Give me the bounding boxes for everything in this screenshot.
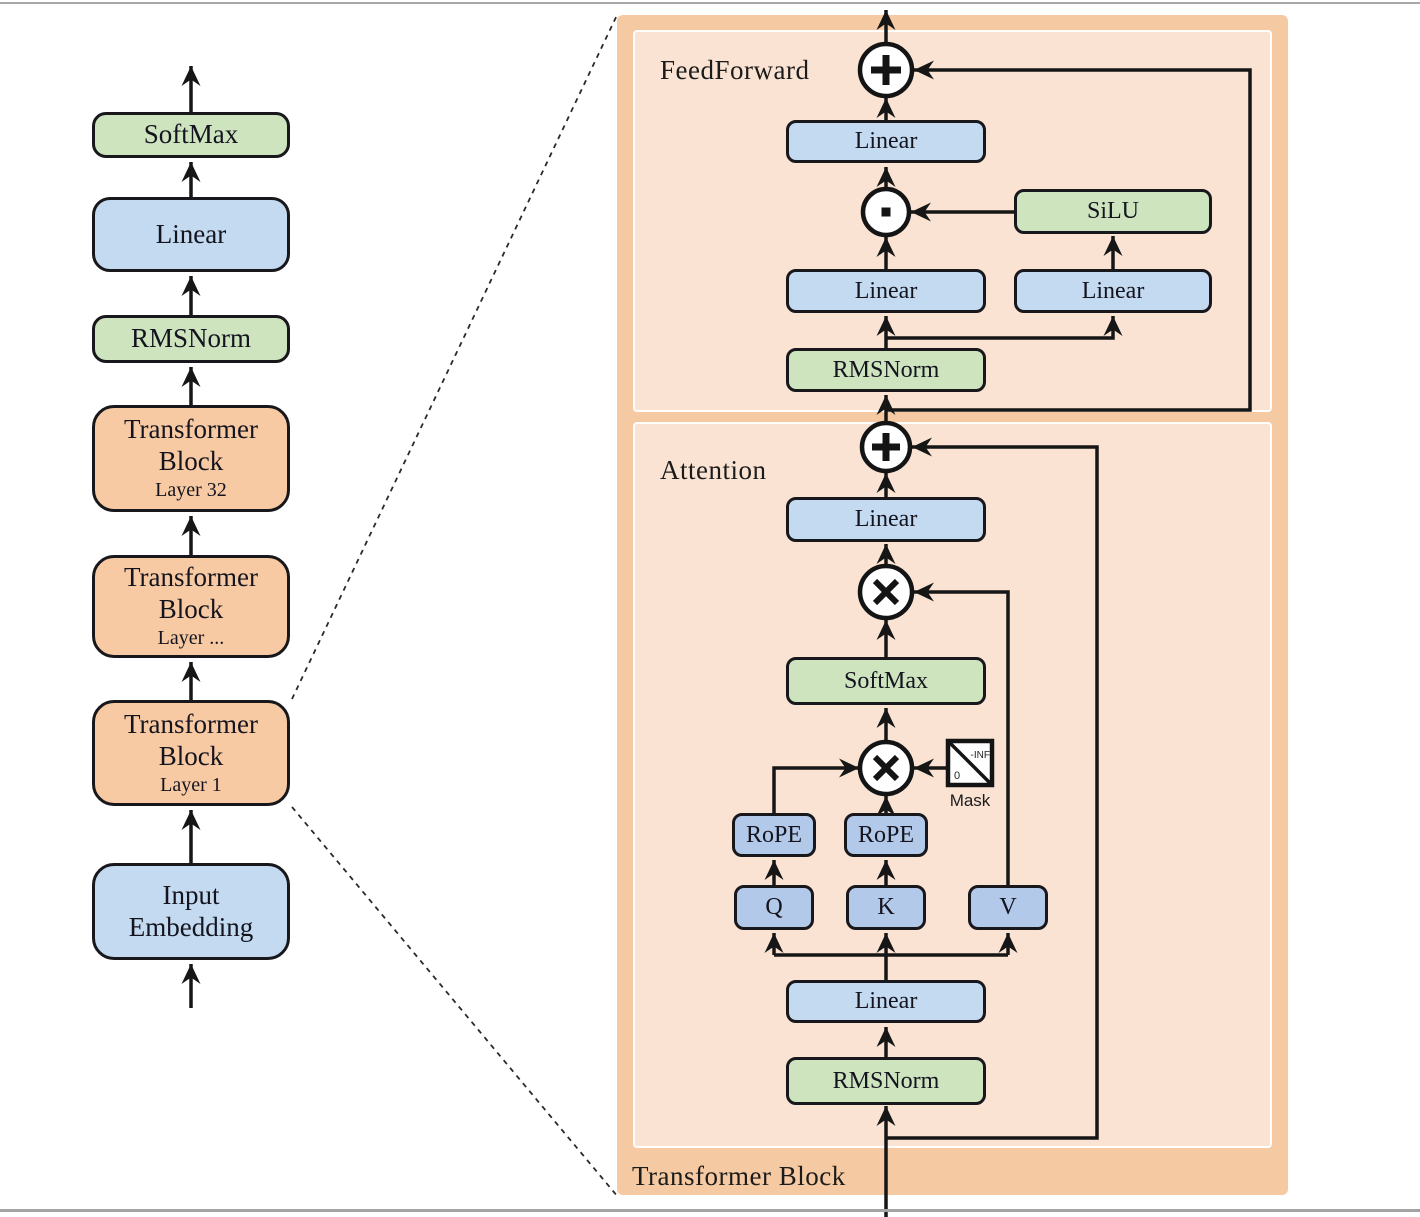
attn-rmsnorm-box: RMSNorm xyxy=(786,1057,986,1105)
ff-linear-out-box: Linear xyxy=(786,120,986,163)
box-label: RoPE xyxy=(857,821,914,848)
box-label: SoftMax xyxy=(844,667,928,694)
block-label: Embedding xyxy=(128,911,254,942)
box-label: Q xyxy=(765,894,783,921)
mask-label: Mask xyxy=(950,791,991,810)
matmul-icon xyxy=(857,739,915,797)
arrow-ffrms-to-up xyxy=(886,316,1123,340)
mask-zero-label: 0 xyxy=(954,770,960,782)
bottom-border-line xyxy=(0,1209,1420,1212)
attn-softmax-box: SoftMax xyxy=(786,657,986,705)
ff-linear-gate-box: Linear xyxy=(786,269,986,313)
mask-icon: -INF 0 Mask xyxy=(945,738,995,810)
block-label: Transformer xyxy=(124,414,258,445)
connectors xyxy=(181,10,1252,1217)
add-icon xyxy=(859,420,913,474)
attn-linear-out-box: Linear xyxy=(786,497,986,542)
block-sublabel: Layer ... xyxy=(157,627,225,650)
rmsnorm-block: RMSNorm xyxy=(92,315,290,363)
q-box: Q xyxy=(734,885,814,930)
softmax-block: SoftMax xyxy=(92,112,290,158)
ff-linear-up-box: Linear xyxy=(1014,269,1212,313)
transformer-block-layer1: Transformer Block Layer 1 xyxy=(92,700,290,806)
transformer-block-layer32: Transformer Block Layer 32 xyxy=(92,405,290,512)
feedforward-label: FeedForward xyxy=(660,55,810,85)
block-label: Input xyxy=(162,879,220,910)
matmul-icon xyxy=(857,563,915,621)
rope-k-box: RoPE xyxy=(844,813,928,857)
box-label: RMSNorm xyxy=(832,1067,940,1094)
block-label: Block xyxy=(158,740,224,771)
zoom-guide-line-top xyxy=(291,12,619,700)
elementwise-product-icon xyxy=(860,186,912,238)
box-label: RoPE xyxy=(745,821,802,848)
mask-neg-inf-label: -INF xyxy=(971,750,990,761)
ff-residual-line xyxy=(886,60,1252,412)
operators xyxy=(857,41,915,797)
box-label: Linear xyxy=(1081,277,1145,304)
block-sublabel: Layer 32 xyxy=(155,479,227,502)
block-label: SoftMax xyxy=(143,119,239,150)
block-label: Transformer xyxy=(124,708,258,739)
k-box: K xyxy=(846,885,926,930)
transformer-block-layer-dots: Transformer Block Layer ... xyxy=(92,555,290,658)
block-label: Linear xyxy=(155,218,227,249)
top-border-line xyxy=(0,2,1420,4)
attention-label: Attention xyxy=(660,455,767,485)
box-label: Linear xyxy=(854,277,918,304)
box-label: V xyxy=(999,894,1017,921)
box-label: K xyxy=(877,894,895,921)
box-label: Linear xyxy=(854,506,918,533)
v-box: V xyxy=(968,885,1048,930)
attn-linear-qkv-box: Linear xyxy=(786,980,986,1023)
block-label: Block xyxy=(158,594,224,625)
ff-rmsnorm-box: RMSNorm xyxy=(786,348,986,392)
linear-block: Linear xyxy=(92,197,290,272)
box-label: SiLU xyxy=(1086,198,1139,225)
block-sublabel: Layer 1 xyxy=(160,773,222,796)
zoom-guide-line-bottom xyxy=(291,806,619,1198)
ff-silu-box: SiLU xyxy=(1014,189,1212,234)
ropeq-to-matmulqk-line xyxy=(772,758,859,813)
block-label: Block xyxy=(158,446,224,477)
attention-residual-line xyxy=(886,437,1099,1140)
block-label: Transformer xyxy=(124,562,258,593)
input-embedding-block: Input Embedding xyxy=(92,863,290,960)
box-label: RMSNorm xyxy=(832,356,940,383)
rope-q-box: RoPE xyxy=(732,813,816,857)
add-icon xyxy=(857,41,915,99)
v-to-matmul-line xyxy=(914,582,1010,885)
box-label: Linear xyxy=(854,128,918,155)
block-label: RMSNorm xyxy=(130,323,252,354)
transformer-block-label: Transformer Block xyxy=(632,1161,846,1191)
box-label: Linear xyxy=(854,988,918,1015)
